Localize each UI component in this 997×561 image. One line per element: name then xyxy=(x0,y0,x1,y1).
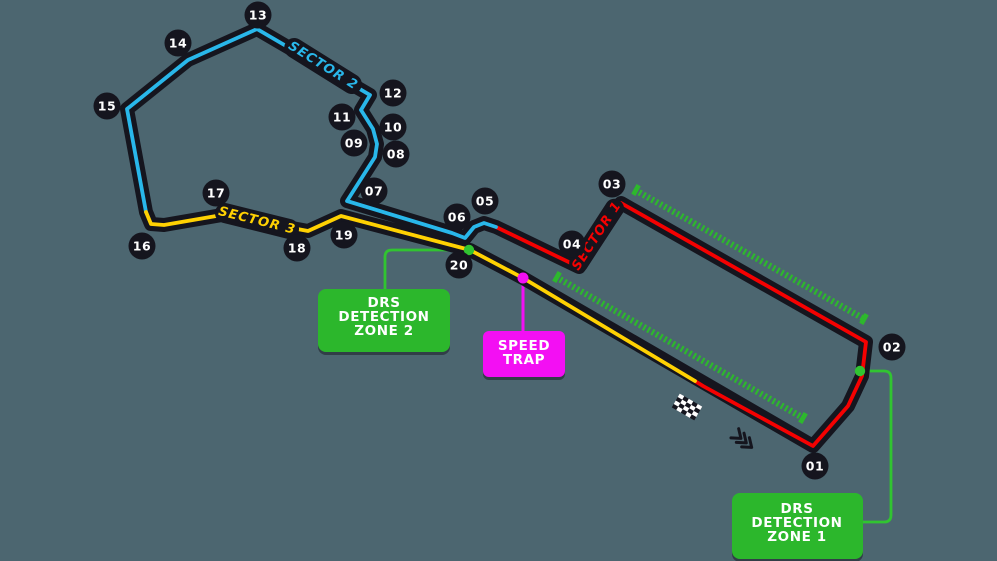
turn-label-15: 15 xyxy=(98,99,116,114)
turn-label-17: 17 xyxy=(207,186,225,201)
turn-marker-06 xyxy=(443,203,471,231)
turn-number-labels: 01 02 03 04 05 06 07 08 09 10 11 12 13 1… xyxy=(98,8,901,474)
drs-detection-zone-1-box: DRS DETECTION ZONE 1 xyxy=(732,493,863,561)
drs-detection-zone-2-box: DRS DETECTION ZONE 2 xyxy=(318,289,450,355)
turn-marker-08 xyxy=(382,140,410,168)
sector-label-pills xyxy=(214,37,624,273)
turn-label-02: 02 xyxy=(883,340,901,355)
turn-label-01: 01 xyxy=(806,459,824,474)
turn-marker-11 xyxy=(328,103,356,131)
drs-detection-point-2-dot xyxy=(463,244,475,256)
drs-zone-1-connector-line xyxy=(860,369,893,524)
drs-zone-2-connector-line xyxy=(383,248,469,290)
turn-markers xyxy=(93,1,906,480)
turn-marker-20 xyxy=(445,251,473,279)
turn-marker-18 xyxy=(283,234,311,262)
turn-label-03: 03 xyxy=(603,177,621,192)
turn-label-19: 19 xyxy=(335,228,353,243)
turn-label-20: 20 xyxy=(450,258,468,273)
drs-zone-dash-back-straight xyxy=(633,187,868,323)
turn-label-12: 12 xyxy=(384,86,402,101)
speed-trap-line1: SPEED xyxy=(498,338,550,354)
drs-zone-1-line2: DETECTION xyxy=(751,515,842,531)
turn-marker-05 xyxy=(471,187,499,215)
turn-label-10: 10 xyxy=(384,120,402,135)
turn-label-05: 05 xyxy=(476,194,494,209)
turn-marker-15 xyxy=(93,92,121,120)
turn-label-04: 04 xyxy=(563,237,581,252)
drs-zone-2-line1: DRS xyxy=(367,295,400,311)
turn-marker-14 xyxy=(164,29,192,57)
speed-trap-box: SPEED TRAP xyxy=(483,331,565,380)
turn-marker-10 xyxy=(379,113,407,141)
drs-dash-endcaps xyxy=(552,184,869,424)
turn-label-09: 09 xyxy=(345,136,363,151)
turn-marker-03 xyxy=(598,170,626,198)
drs-zone-2-line2: DETECTION xyxy=(338,309,429,325)
turn-label-18: 18 xyxy=(288,241,306,256)
turn-marker-12 xyxy=(379,79,407,107)
drs-zone-1-line3: ZONE 1 xyxy=(767,529,826,545)
turn-marker-16 xyxy=(128,232,156,260)
finish-flag-icon xyxy=(671,393,703,421)
turn-marker-13 xyxy=(244,1,272,29)
turn-marker-09 xyxy=(340,129,368,157)
sector-2-line xyxy=(125,27,498,240)
turn-label-07: 07 xyxy=(365,184,383,199)
turn-marker-01 xyxy=(801,452,829,480)
turn-label-13: 13 xyxy=(249,8,267,23)
drs-zone-dashes xyxy=(552,184,869,424)
turn-label-08: 08 xyxy=(387,147,405,162)
turn-label-11: 11 xyxy=(333,110,351,125)
drs-zone-1-box-bg xyxy=(732,493,863,559)
turn-label-16: 16 xyxy=(133,239,151,254)
turn-marker-17 xyxy=(202,179,230,207)
turn-label-06: 06 xyxy=(448,210,466,225)
direction-arrows-icon xyxy=(729,427,754,449)
turn-label-14: 14 xyxy=(169,36,187,51)
speed-trap-box-bg xyxy=(483,331,565,377)
drs-zone-1-line1: DRS xyxy=(780,501,813,517)
speed-trap-line2: TRAP xyxy=(503,352,545,368)
turn-marker-02 xyxy=(878,333,906,361)
sector-3-line xyxy=(144,210,697,383)
drs-zone-2-line3: ZONE 2 xyxy=(354,323,413,339)
turn-marker-19 xyxy=(330,221,358,249)
turn-marker-07 xyxy=(360,177,388,205)
turn-marker-04 xyxy=(558,230,586,258)
drs-zone-2-box-bg xyxy=(318,289,450,352)
drs-detection-point-1-dot xyxy=(854,365,866,377)
speed-trap-dot xyxy=(517,272,529,284)
